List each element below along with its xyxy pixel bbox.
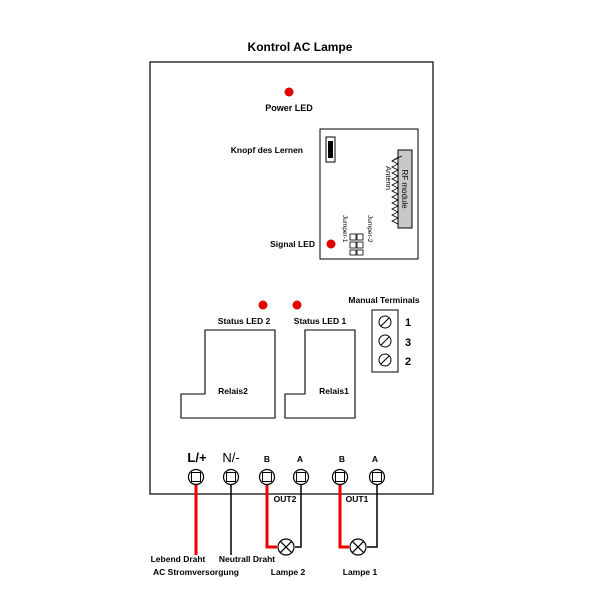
terminal-live (187, 468, 205, 486)
rf-module-label: RF module (400, 169, 409, 209)
jumper-2 (356, 233, 364, 256)
manual-terminal-number-2: 2 (405, 356, 411, 368)
controller-enclosure (149, 61, 434, 495)
manual-terminal-screw-3 (378, 334, 392, 348)
terminal-label-neutral: N/- (222, 450, 239, 465)
manual-terminals-label: Manual Terminals (348, 295, 419, 305)
relay-1-label: Relais1 (319, 386, 349, 396)
lamp-1-icon (349, 538, 367, 556)
rf-module (397, 149, 413, 229)
jumper-1-label: Jumper-1 (341, 215, 348, 243)
live-wire-label: Lebend Draht (151, 554, 206, 564)
antenna-label: Antenn (384, 166, 393, 190)
out2-b-wire (265, 484, 277, 549)
learn-button-label: Knopf des Lernen (231, 145, 303, 155)
manual-terminal-number-1: 1 (405, 317, 411, 329)
out1-a-wire (367, 484, 378, 548)
status-led-2 (258, 300, 268, 310)
terminal-label-out2-b: B (264, 454, 270, 464)
status-led-2-label: Status LED 2 (218, 316, 271, 326)
relay-2 (180, 329, 276, 419)
terminal-out2-b (258, 468, 276, 486)
lamp-2-icon (277, 538, 295, 556)
terminal-neutral (222, 468, 240, 486)
lamp-2-label: Lampe 2 (271, 567, 306, 577)
out1-label: OUT1 (346, 494, 369, 504)
relay-2-label: Relais2 (218, 386, 248, 396)
terminal-label-live: L/+ (187, 450, 207, 465)
terminal-out1-b (331, 468, 349, 486)
power-led (284, 87, 294, 97)
jumper-2-label: Jumper-2 (366, 215, 373, 243)
antenna-coil-inner (391, 155, 403, 162)
antenna-coil (391, 157, 399, 225)
receiver-board (319, 128, 419, 260)
jumper-1 (349, 233, 357, 256)
neutral-wire-label: Neutrall Draht (219, 554, 275, 564)
lamp-1-label: Lampe 1 (343, 567, 378, 577)
out1-b-wire (338, 484, 349, 549)
signal-led (326, 239, 336, 249)
out2-label: OUT2 (274, 494, 297, 504)
relay-1 (284, 329, 356, 419)
terminal-label-out1-a: A (372, 454, 378, 464)
diagram-title: Kontrol AC Lampe (248, 40, 353, 54)
terminal-label-out1-b: B (339, 454, 345, 464)
power-led-label: Power LED (265, 103, 313, 113)
terminal-out2-a (292, 468, 310, 486)
out2-a-wire (295, 484, 302, 548)
status-led-1 (292, 300, 302, 310)
supply-label: AC Stromversorgung (153, 567, 239, 577)
learn-button-slider (328, 141, 333, 158)
terminal-out1-a (368, 468, 386, 486)
terminal-label-out2-a: A (297, 454, 303, 464)
status-led-1-label: Status LED 1 (294, 316, 347, 326)
manual-terminal-screw-1 (378, 315, 392, 329)
manual-terminal-screw-2 (378, 353, 392, 367)
manual-terminal-block (371, 309, 399, 373)
signal-led-label: Signal LED (270, 239, 315, 249)
manual-terminal-number-3: 3 (405, 337, 411, 349)
